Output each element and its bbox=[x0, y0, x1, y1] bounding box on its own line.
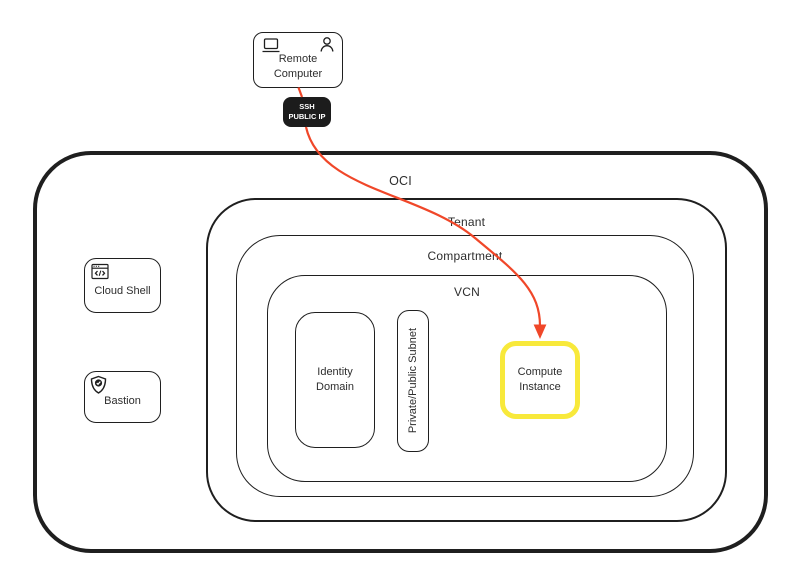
tenant-label: Tenant bbox=[447, 215, 486, 229]
subnet-node: Private/Public Subnet bbox=[397, 310, 429, 452]
ssh-public-ip-badge: SSH PUBLIC IP bbox=[283, 97, 331, 127]
identity-domain-label: Identity Domain bbox=[316, 366, 354, 393]
bastion-label: Bastion bbox=[104, 394, 141, 407]
terminal-window-icon bbox=[91, 263, 109, 285]
ssh-badge-line1: SSH bbox=[299, 101, 315, 111]
ssh-badge-line2: PUBLIC IP bbox=[288, 112, 326, 121]
compartment-label: Compartment bbox=[427, 249, 503, 263]
cloud-shell-node: Cloud Shell bbox=[84, 258, 161, 313]
vcn-label: VCN bbox=[454, 285, 480, 299]
compute-instance-node: Compute Instance bbox=[500, 341, 580, 419]
identity-domain-node: Identity Domain bbox=[295, 312, 375, 448]
oci-label: OCI bbox=[389, 174, 412, 188]
cloud-shell-label: Cloud Shell bbox=[94, 285, 151, 298]
compute-instance-label: Compute Instance bbox=[517, 366, 563, 393]
remote-computer-node: Remote Computer bbox=[253, 32, 343, 88]
bastion-node: Bastion bbox=[84, 371, 161, 423]
subnet-label: Private/Public Subnet bbox=[406, 328, 419, 434]
remote-computer-label: Remote Computer bbox=[273, 53, 323, 80]
